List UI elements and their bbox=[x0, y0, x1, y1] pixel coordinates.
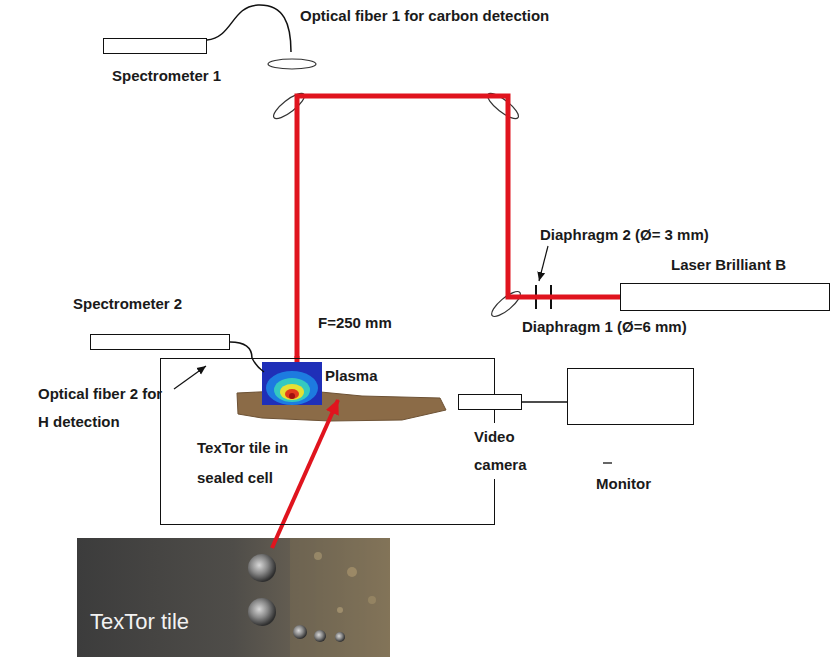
spectrometer-box: Spectrometer 2 bbox=[90, 334, 230, 350]
leader-arrow bbox=[174, 366, 206, 389]
video-camera: Video camera bbox=[458, 394, 522, 410]
plasma-image bbox=[262, 362, 322, 405]
node-label: Video camera bbox=[472, 423, 538, 479]
node-label: Spectrometer 2 bbox=[73, 295, 182, 313]
plasma-label: Plasma bbox=[325, 367, 378, 385]
spectrometer-box: Spectrometer 1 bbox=[103, 38, 207, 54]
node-label: Laser Brilliant B bbox=[671, 256, 786, 274]
optical-fiber bbox=[207, 5, 291, 52]
pointer-arrow bbox=[272, 400, 338, 548]
monitor-mark bbox=[603, 462, 612, 464]
fiber-label: Optical fiber 1 for carbon detection bbox=[300, 7, 549, 25]
optical-fiber bbox=[230, 342, 252, 358]
diaphragm-label: Diaphragm 2 (Ø= 3 mm) bbox=[540, 226, 709, 244]
node-label: Monitor bbox=[596, 475, 651, 493]
diaphragm-label: Diaphragm 1 (Ø=6 mm) bbox=[522, 318, 687, 336]
fiber-label: Optical fiber 2 for H detection bbox=[38, 380, 174, 436]
optical-fiber bbox=[252, 358, 264, 372]
photo-caption: TexTor tile bbox=[90, 609, 189, 635]
focal-length: F=250 mm bbox=[318, 314, 392, 332]
tile-photo bbox=[77, 538, 390, 657]
laser-box: Laser Brilliant B bbox=[620, 283, 830, 311]
monitor-box: Monitor bbox=[567, 368, 694, 425]
leader-arrow bbox=[539, 246, 548, 281]
node-label: TexTor tile in sealed cell bbox=[197, 433, 312, 493]
node-label: Spectrometer 1 bbox=[112, 67, 221, 85]
lens bbox=[268, 59, 316, 69]
camera-cable bbox=[522, 401, 567, 403]
